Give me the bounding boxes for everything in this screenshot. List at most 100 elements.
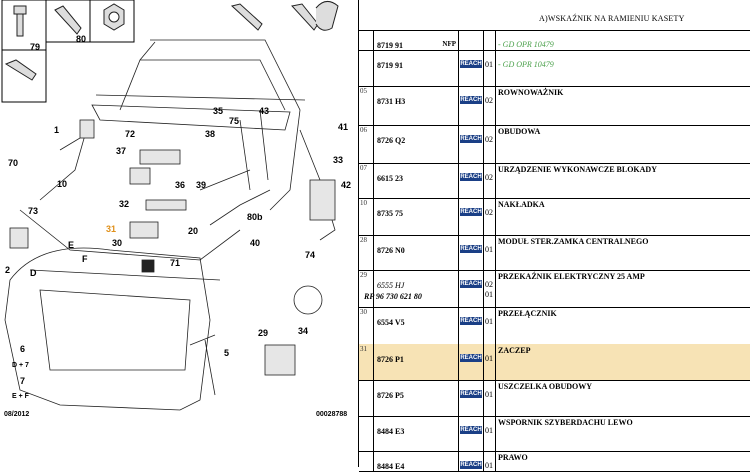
part-reference[interactable]: 8484 E3 — [377, 427, 405, 436]
part-quantity: 01 — [485, 317, 493, 326]
part-quantity: 01 — [485, 461, 493, 470]
part-description-cell: ROWNOWAŻNIK — [496, 86, 750, 125]
part-description-cell: OBUDOWA — [496, 125, 750, 163]
part-reference[interactable]: 6615 23 — [377, 174, 403, 183]
part-quantity: 02 — [485, 135, 493, 144]
callout-80: 80 — [76, 34, 86, 44]
part-description: MODUŁ STER.ZAMKA CENTRALNEGO — [498, 237, 649, 246]
reach-cell: REACH — [459, 235, 484, 270]
callout-43: 43 — [259, 106, 269, 116]
part-reference[interactable]: 8719 91 — [377, 41, 403, 50]
callout-F: F — [82, 254, 88, 264]
part-qty-cell: 01 — [484, 307, 496, 344]
part-reference[interactable]: 8726 P5 — [377, 391, 404, 400]
part-ref-cell: 8726 P5 — [374, 380, 459, 416]
part-description-cell: WSPORNIK SZYBERDACHU LEWO — [496, 416, 750, 451]
part-index: 28 — [360, 236, 367, 244]
part-note: - GD OPR 10479 — [498, 60, 554, 69]
part-description-cell: - GD OPR 10479 — [496, 50, 750, 86]
part-reference[interactable]: 8719 91 — [377, 61, 403, 70]
reach-cell: REACH — [459, 163, 484, 198]
callout-37: 37 — [116, 146, 126, 156]
part-ref-cell: 8726 Q2 — [374, 125, 459, 163]
part-note: - GD OPR 10479 — [498, 40, 554, 49]
reach-badge: REACH — [460, 135, 482, 143]
reach-badge: REACH — [460, 280, 482, 288]
reach-badge: REACH — [460, 245, 482, 253]
part-index-cell — [359, 50, 374, 86]
part-index-cell — [359, 380, 374, 416]
callout-35: 35 — [213, 106, 223, 116]
part-qty-cell — [484, 30, 496, 50]
part-reference[interactable]: 8726 P1 — [377, 355, 404, 364]
part-reference[interactable]: 8731 H3 — [377, 97, 406, 106]
part-ref-cell: 8726 P1 — [374, 344, 459, 380]
part-description: NAKŁADKA — [498, 200, 545, 209]
part-description: WSPORNIK SZYBERDACHU LEWO — [498, 418, 633, 427]
part-ref-cell: 8719 91 — [374, 50, 459, 86]
part-quantity: 02 — [485, 280, 493, 289]
part-description-cell: URZĄDZENIE WYKONAWCZE BLOKADY — [496, 163, 750, 198]
reach-badge: REACH — [460, 461, 482, 469]
callout-31-highlighted: 31 — [106, 224, 116, 234]
part-index-cell — [359, 451, 374, 471]
part-index-cell: 06 — [359, 125, 374, 163]
part-index-cell — [359, 30, 374, 50]
screw-icon — [4, 1, 339, 81]
part-index-cell: 10 — [359, 198, 374, 235]
part-qty-cell: 02 — [484, 198, 496, 235]
callout-79: 79 — [30, 42, 40, 52]
callout-36: 36 — [175, 180, 185, 190]
part-qty-cell: 01 — [484, 50, 496, 86]
callout-6: 6 — [20, 344, 25, 354]
reach-badge: REACH — [460, 390, 482, 398]
diagram-date: 08/2012 — [4, 411, 29, 418]
part-ref-cell: 8726 N0 — [374, 235, 459, 270]
part-reference[interactable]: 6554 V5 — [377, 318, 405, 327]
part-quantity: 01 — [485, 60, 493, 69]
reach-cell — [459, 30, 484, 50]
part-description-cell: MODUŁ STER.ZAMKA CENTRALNEGO — [496, 235, 750, 270]
part-reference[interactable]: 6555 HJ — [377, 281, 405, 290]
part-ref-cell: 8484 E3 — [374, 416, 459, 451]
part-reference[interactable]: 8726 N0 — [377, 246, 405, 255]
callout-5: 5 — [224, 348, 229, 358]
part-ref-cell: 6615 23 — [374, 163, 459, 198]
fastener-icon-grid — [1, 0, 135, 103]
callout-2: 2 — [5, 265, 10, 275]
callout-38: 38 — [205, 129, 215, 139]
part-quantity: 02 — [485, 96, 493, 105]
part-index: 29 — [360, 271, 367, 279]
part-index-cell: 28 — [359, 235, 374, 270]
reach-badge: REACH — [460, 208, 482, 216]
part-alt-reference: RP 96 730 621 80 — [364, 292, 422, 301]
part-description-cell: PRZEKAŹNIK ELEKTRYCZNY 25 AMP — [496, 270, 750, 307]
reach-cell: REACH — [459, 86, 484, 125]
part-reference[interactable]: 8726 Q2 — [377, 136, 406, 145]
callout-72: 72 — [125, 129, 135, 139]
reach-cell: REACH — [459, 380, 484, 416]
part-qty-cell: 02 — [484, 163, 496, 198]
part-description-cell: USZCZELKA OBUDOWY — [496, 380, 750, 416]
part-reference[interactable]: 8735 75 — [377, 209, 403, 218]
callout-42: 42 — [341, 180, 351, 190]
reach-cell: REACH — [459, 198, 484, 235]
part-index: 10 — [360, 199, 367, 207]
callout-D: D — [30, 268, 37, 278]
tailgate-parts — [9, 119, 336, 376]
